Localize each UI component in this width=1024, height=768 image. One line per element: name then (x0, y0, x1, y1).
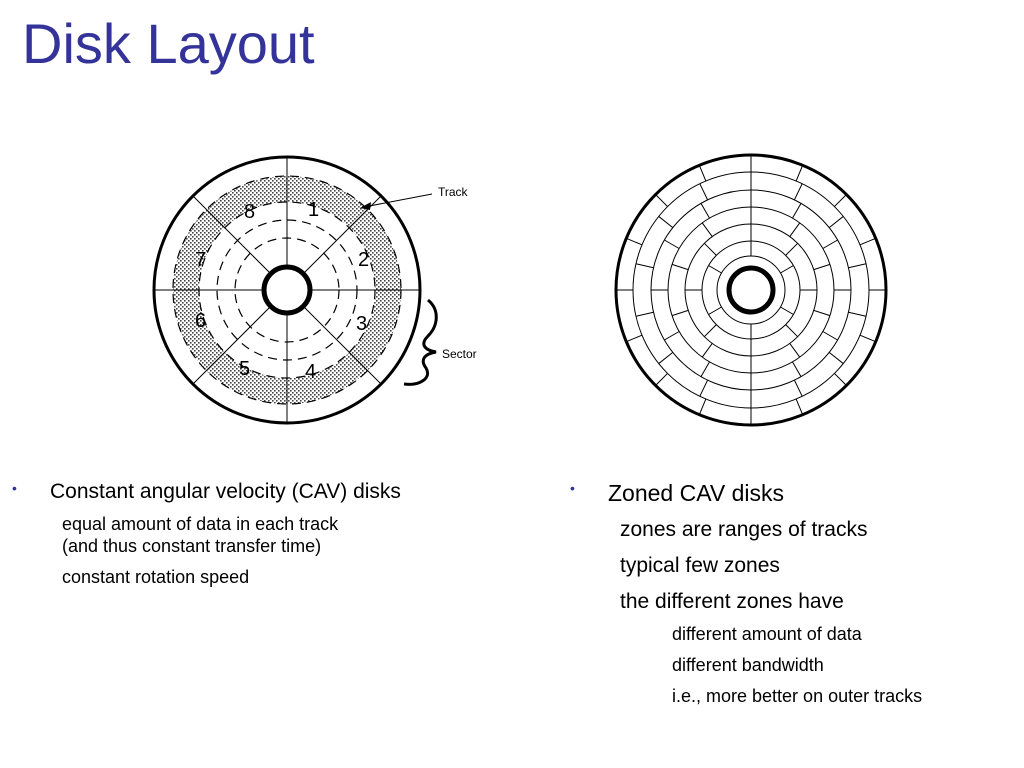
sector-number-8: 8 (244, 201, 255, 223)
sector-divider (626, 334, 643, 343)
left-text-column: • Constant angular velocity (CAV) disks … (10, 478, 530, 589)
sector-divider (708, 265, 722, 274)
bullet-icon: • (12, 480, 17, 496)
sector-divider (635, 263, 654, 269)
sector-divider (658, 351, 674, 364)
slide-title: Disk Layout (22, 12, 315, 75)
sub-item-zones: zones are ranges of tracks (620, 518, 868, 541)
sector-divider (703, 324, 717, 338)
sector-divider (671, 309, 689, 317)
bullet-text: Zoned CAV disks (608, 480, 784, 506)
sector-divider (813, 263, 831, 271)
sector-divider (671, 263, 689, 271)
sector-divider (828, 216, 844, 229)
bullet-zoned-cav: • Zoned CAV disks (568, 480, 1018, 507)
sector-divider (813, 309, 831, 317)
sector-divider (655, 194, 668, 207)
sector-divider (822, 331, 838, 341)
sector-divider (785, 242, 799, 256)
sector-number-3: 3 (356, 313, 367, 335)
bullet-text: Constant angular velocity (CAV) disks (50, 480, 401, 503)
track-label: Track (438, 185, 469, 199)
sector-divider (848, 263, 867, 269)
sector-divider (793, 183, 803, 201)
sector-number-5: 5 (239, 358, 250, 380)
sector-divider (828, 351, 844, 364)
sector-divider (700, 361, 710, 377)
sector-divider (701, 343, 713, 358)
sector-divider (822, 239, 838, 249)
spindle-hub (261, 264, 313, 316)
sector-divider (834, 373, 847, 386)
sector-divider (698, 165, 707, 182)
zone-boundary (632, 171, 870, 409)
sub-item-few-zones: typical few zones (620, 554, 780, 577)
sub-sub-item-data: different amount of data (672, 624, 862, 644)
sector-divider (626, 237, 643, 246)
sector-divider (780, 306, 794, 315)
track-pointer-line (363, 193, 433, 208)
sub-item-line: constant rotation speed (62, 567, 250, 588)
sub-sub-item-outer-tracks: i.e., more better on outer tracks (672, 686, 923, 706)
sector-divider (859, 334, 876, 343)
sector-divider (785, 324, 799, 338)
sector-number-4: 4 (305, 361, 316, 383)
sector-brace (403, 298, 438, 386)
sector-number-1: 1 (308, 199, 319, 221)
sector-divider (795, 398, 804, 415)
sector-divider (635, 311, 654, 317)
sub-sub-item-bandwidth: different bandwidth (672, 655, 824, 675)
sector-number-2: 2 (358, 249, 369, 271)
zone-boundary (650, 189, 852, 391)
track-pointer-arrowhead (360, 202, 371, 210)
sector-divider (795, 165, 804, 182)
sub-item-rotation-speed: constant rotation speed (62, 567, 530, 589)
sector-divider (708, 306, 722, 315)
sector-divider (848, 311, 867, 317)
zone-boundary (684, 223, 818, 357)
sector-divider (792, 203, 802, 219)
sector-divider (792, 361, 802, 377)
sector-divider (700, 203, 710, 219)
right-text-column: • Zoned CAV disks zones are ranges of tr… (568, 478, 1018, 707)
sector-divider (859, 237, 876, 246)
sector-divider (664, 331, 680, 341)
sub-item-line: (and thus constant transfer time) (62, 535, 322, 556)
sector-label: Sector (442, 347, 477, 361)
sector-divider (789, 343, 801, 358)
spindle-hub (726, 265, 776, 315)
sector-divider (664, 239, 680, 249)
sector-divider (703, 242, 717, 256)
sector-divider (699, 379, 709, 397)
sector-divider (793, 379, 803, 397)
sector-divider (699, 183, 709, 201)
sector-divider (655, 373, 668, 386)
sector-divider (698, 398, 707, 415)
sector-number-6: 6 (195, 310, 206, 332)
sector-divider (834, 194, 847, 207)
zone-boundary (667, 206, 835, 374)
sector-number-7: 7 (195, 249, 206, 271)
zone-boundary (701, 240, 801, 340)
sub-item-zones-have: the different zones have (620, 590, 844, 613)
sector-divider (658, 216, 674, 229)
sector-divider (701, 222, 713, 237)
zone-boundary (716, 255, 786, 325)
sub-item-equal-data: equal amount of data in each track (and … (62, 514, 530, 557)
bullet-cav-disks: • Constant angular velocity (CAV) disks (10, 480, 530, 504)
sub-item-line: equal amount of data in each track (62, 514, 339, 534)
sector-divider (789, 222, 801, 237)
sector-divider (780, 265, 794, 274)
bullet-icon: • (570, 480, 575, 496)
